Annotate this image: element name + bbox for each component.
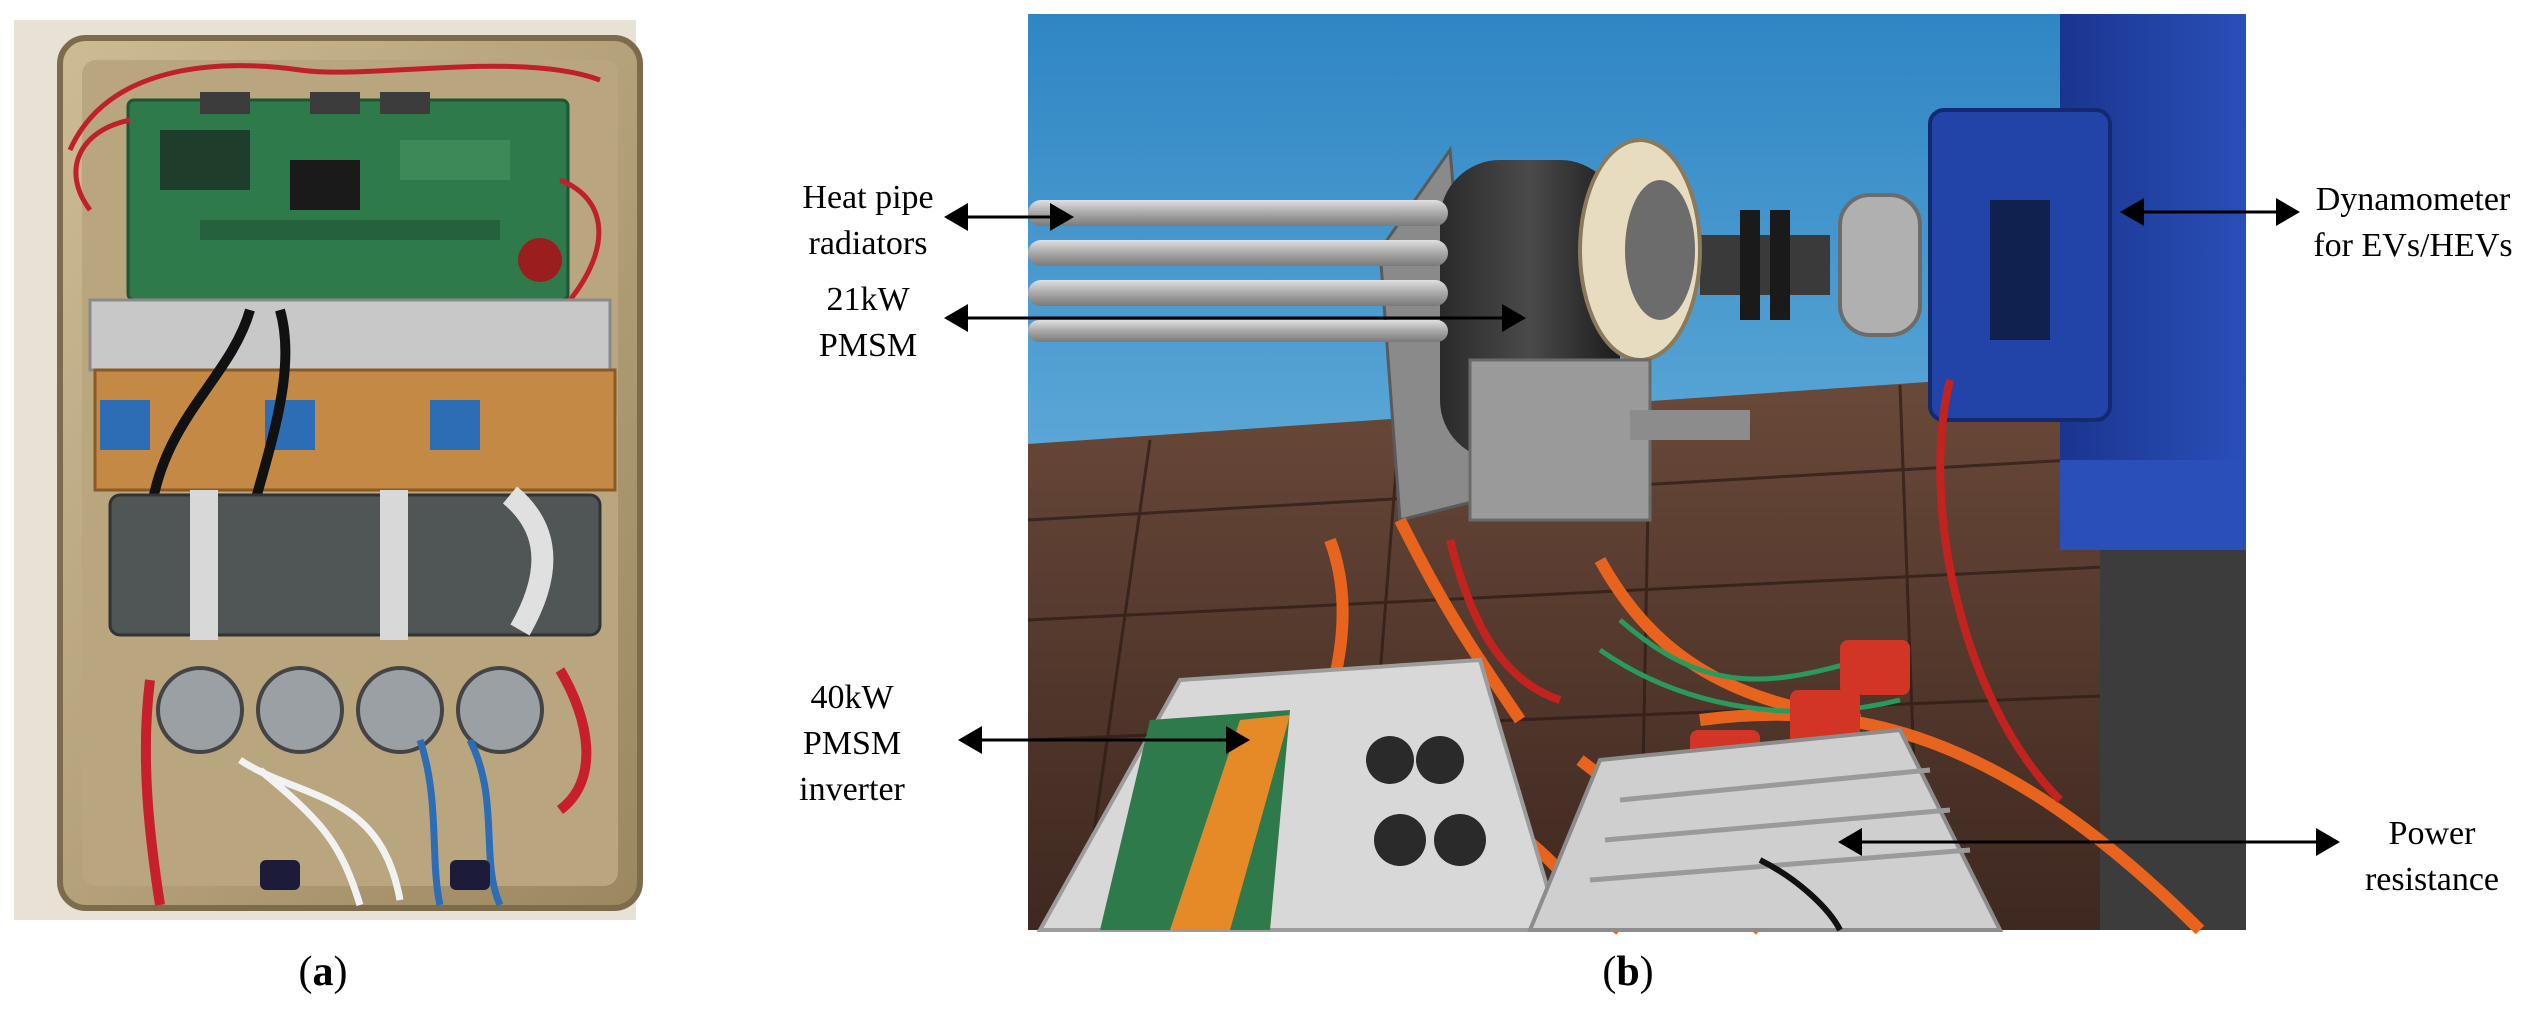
label-power-line1: Power (2389, 815, 2477, 852)
wooden-board (93, 368, 617, 492)
arrowhead-right-icon (1226, 726, 1250, 754)
heat-pipe-radiators (1028, 200, 1448, 342)
annotation-power-resistance: Power resistance (1838, 815, 2499, 898)
arrowhead-left-icon (1838, 828, 1862, 856)
label-pmsm21-line2: PMSM (819, 327, 917, 364)
power-resistance (1527, 727, 2004, 932)
annotation-heat-pipe: Heat pipe radiators (802, 179, 1074, 262)
annotation-21kw-pmsm: 21kW PMSM (819, 281, 1526, 364)
arrowhead-right-icon (2316, 828, 2340, 856)
pmsm-inverter-40kw (1036, 657, 1563, 932)
photo-panel-b (1027, 14, 2247, 935)
annotation-dynamometer: Dynamometer for EVs/HEVs (2120, 181, 2513, 264)
annotation-40kw-inverter: 40kW PMSM inverter (799, 679, 1250, 808)
caption-b: (b) (1602, 949, 1653, 995)
label-inverter-line2: PMSM (803, 725, 901, 762)
label-dyno-line1: Dynamometer (2316, 181, 2511, 218)
label-pmsm21-line1: 21kW (826, 281, 910, 318)
dynamometer (1928, 14, 2246, 930)
current-sensor (1790, 690, 1860, 745)
arrowhead-right-icon (1502, 304, 1526, 332)
arrowhead-left-icon (958, 726, 982, 754)
arrowhead-right-icon (2276, 198, 2300, 226)
label-inverter-line3: inverter (799, 771, 905, 808)
capacitor-block (108, 493, 602, 637)
igbt-modules (156, 666, 544, 754)
arrowhead-left-icon (944, 304, 968, 332)
arrowhead-left-icon (2120, 198, 2144, 226)
label-dyno-line2: for EVs/HEVs (2313, 227, 2512, 264)
photo-panel-a (14, 20, 643, 920)
label-heat-pipe-line2: radiators (809, 225, 928, 262)
label-power-line2: resistance (2365, 861, 2499, 898)
caption-a: (a) (299, 949, 348, 995)
label-inverter-line1: 40kW (810, 679, 894, 716)
arrowhead-left-icon (944, 203, 968, 231)
shaft-coupling (1700, 193, 1922, 337)
arrowhead-right-icon (1050, 203, 1074, 231)
label-heat-pipe-line1: Heat pipe (802, 179, 933, 216)
